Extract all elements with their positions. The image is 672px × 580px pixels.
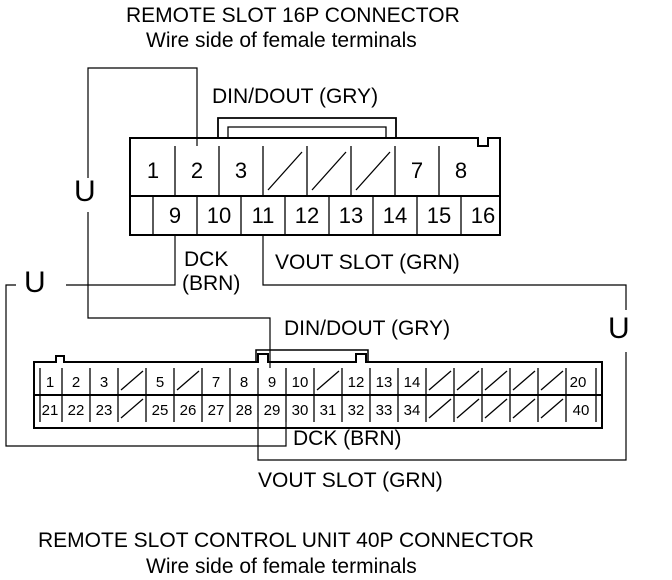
top-pin-8: 8 [454, 158, 468, 183]
dck-label-top-line1: DCK [184, 248, 229, 271]
top-pin-2: 2 [190, 158, 204, 183]
top-pin-1: 1 [146, 158, 160, 183]
bottom-pin-33: 33 [375, 402, 393, 419]
bottom-pin-26: 26 [179, 402, 197, 419]
bottom-pin-34: 34 [403, 402, 421, 419]
splice-symbol-vout: U [608, 312, 630, 345]
vout-slot-wire [257, 235, 627, 461]
din-dout-label-bottom: DIN/DOUT (GRY) [284, 317, 451, 340]
top-pin-13: 13 [338, 203, 364, 228]
bottom-pin-10: 10 [291, 374, 309, 391]
bottom-pin-13: 13 [375, 374, 393, 391]
top-pin-10: 10 [206, 203, 232, 228]
vout-slot-label-bottom: VOUT SLOT (GRN) [258, 469, 443, 492]
dck-label-top-line2: (BRN) [182, 272, 241, 295]
top-pin-9: 9 [168, 203, 182, 228]
splice-symbol-dck: U [24, 266, 46, 299]
splice-symbol-din-dout: U [74, 175, 96, 208]
top-pin-12: 12 [294, 203, 320, 228]
bottom-pin-2: 2 [71, 374, 81, 391]
bottom-pin-32: 32 [347, 402, 365, 419]
top-connector-body [129, 117, 501, 236]
bottom-pin-25: 25 [151, 402, 169, 419]
bottom-pin-14: 14 [403, 374, 421, 391]
bottom-connector-title: REMOTE SLOT CONTROL UNIT 40P CONNECTOR [38, 529, 534, 552]
bottom-connector-body [33, 349, 603, 429]
bottom-pin-29: 29 [263, 402, 281, 419]
bottom-pin-9: 9 [267, 374, 277, 391]
top-pin-14: 14 [382, 203, 408, 228]
bottom-connector-subtitle: Wire side of female terminals [146, 555, 417, 578]
bottom-pin-8: 8 [239, 374, 249, 391]
vout-slot-label-top: VOUT SLOT (GRN) [275, 251, 460, 274]
dck-wire [5, 235, 287, 447]
top-pin-16: 16 [470, 203, 496, 228]
bottom-pin-7: 7 [211, 374, 221, 391]
bottom-pin-5: 5 [155, 374, 165, 391]
top-connector-subtitle: Wire side of female terminals [146, 29, 417, 52]
top-pin-7: 7 [410, 158, 424, 183]
bottom-pin-20: 20 [569, 374, 587, 391]
bottom-pin-1: 1 [45, 374, 55, 391]
bottom-pin-27: 27 [207, 402, 225, 419]
bottom-pin-3: 3 [99, 374, 109, 391]
top-connector-title: REMOTE SLOT 16P CONNECTOR [126, 4, 460, 27]
bottom-pin-40: 40 [572, 402, 590, 419]
top-pin-11: 11 [251, 203, 275, 228]
top-pin-15: 15 [426, 203, 452, 228]
bottom-pin-31: 31 [319, 402, 337, 419]
bottom-pin-30: 30 [291, 402, 309, 419]
bottom-pin-12: 12 [347, 374, 365, 391]
bottom-pin-21: 21 [41, 402, 59, 419]
top-pin-3: 3 [234, 158, 248, 183]
bottom-pin-22: 22 [67, 402, 85, 419]
bottom-pin-28: 28 [235, 402, 253, 419]
bottom-pin-23: 23 [95, 402, 113, 419]
din-dout-label-top: DIN/DOUT (GRY) [212, 85, 379, 108]
dck-label-bottom: DCK (BRN) [293, 427, 402, 450]
din-dout-wire [87, 67, 271, 368]
